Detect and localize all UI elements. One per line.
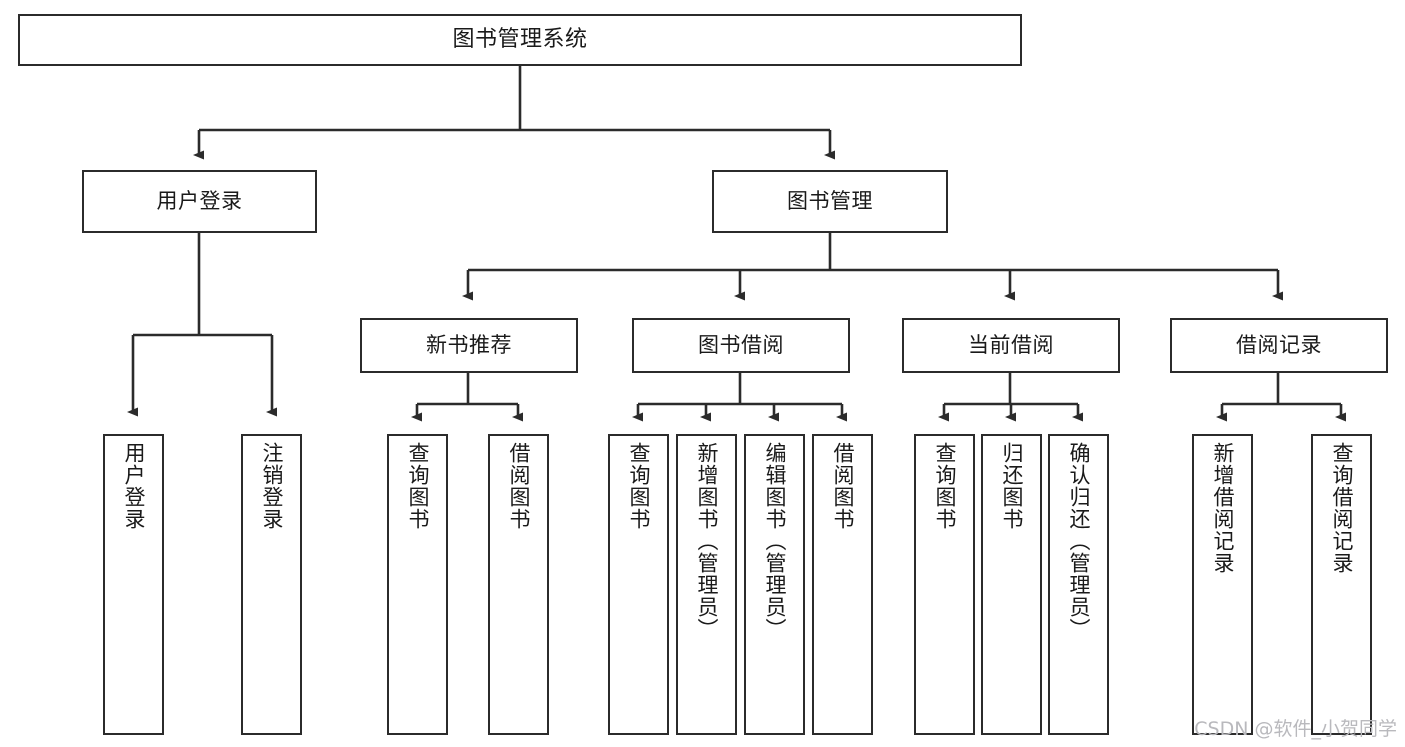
node-label: 编辑图书（管理员）: [763, 442, 787, 640]
node-label: 借阅图书: [831, 442, 855, 530]
leaf-query-book-current[interactable]: 查询图书: [914, 434, 975, 735]
leaf-add-book-admin[interactable]: 新增图书（管理员）: [676, 434, 737, 735]
node-label: 用户登录: [122, 442, 146, 530]
leaf-borrow-book[interactable]: 借阅图书: [812, 434, 873, 735]
node-user-login[interactable]: 用户登录: [82, 170, 317, 233]
node-current-borrowing[interactable]: 当前借阅: [902, 318, 1120, 373]
leaf-edit-book-admin[interactable]: 编辑图书（管理员）: [744, 434, 805, 735]
node-root-library-management-system[interactable]: 图书管理系统: [18, 14, 1022, 66]
node-label: 查询图书: [627, 442, 651, 530]
node-label: 图书管理系统: [452, 27, 588, 53]
node-label: 确认归还（管理员）: [1067, 442, 1091, 640]
leaf-query-borrow-record[interactable]: 查询借阅记录: [1311, 434, 1372, 735]
node-new-book-recommendation[interactable]: 新书推荐: [360, 318, 578, 373]
leaf-logout[interactable]: 注销登录: [241, 434, 302, 735]
node-label: 归还图书: [1000, 442, 1024, 530]
leaf-user-login[interactable]: 用户登录: [103, 434, 164, 735]
node-label: 注销登录: [260, 442, 284, 530]
node-label: 用户登录: [156, 189, 243, 214]
leaf-return-book[interactable]: 归还图书: [981, 434, 1042, 735]
node-label: 查询借阅记录: [1330, 442, 1354, 574]
node-label: 查询图书: [933, 442, 957, 530]
node-label: 新增图书（管理员）: [695, 442, 719, 640]
leaf-query-book-new[interactable]: 查询图书: [387, 434, 448, 735]
node-label: 当前借阅: [968, 333, 1054, 358]
leaf-add-borrow-record[interactable]: 新增借阅记录: [1192, 434, 1253, 735]
node-book-borrowing[interactable]: 图书借阅: [632, 318, 850, 373]
node-label: 新书推荐: [426, 333, 512, 358]
node-label: 借阅记录: [1236, 333, 1322, 358]
node-label: 新增借阅记录: [1211, 442, 1235, 574]
node-label: 借阅图书: [507, 442, 531, 530]
leaf-query-book-borrow[interactable]: 查询图书: [608, 434, 669, 735]
leaf-borrow-book-new[interactable]: 借阅图书: [488, 434, 549, 735]
node-borrow-records[interactable]: 借阅记录: [1170, 318, 1388, 373]
node-book-management[interactable]: 图书管理: [712, 170, 948, 233]
node-label: 图书管理: [787, 189, 873, 214]
node-label: 查询图书: [406, 442, 430, 530]
leaf-confirm-return-admin[interactable]: 确认归还（管理员）: [1048, 434, 1109, 735]
node-label: 图书借阅: [698, 333, 784, 358]
watermark: CSDN @软件_小贺同学: [1194, 718, 1397, 740]
